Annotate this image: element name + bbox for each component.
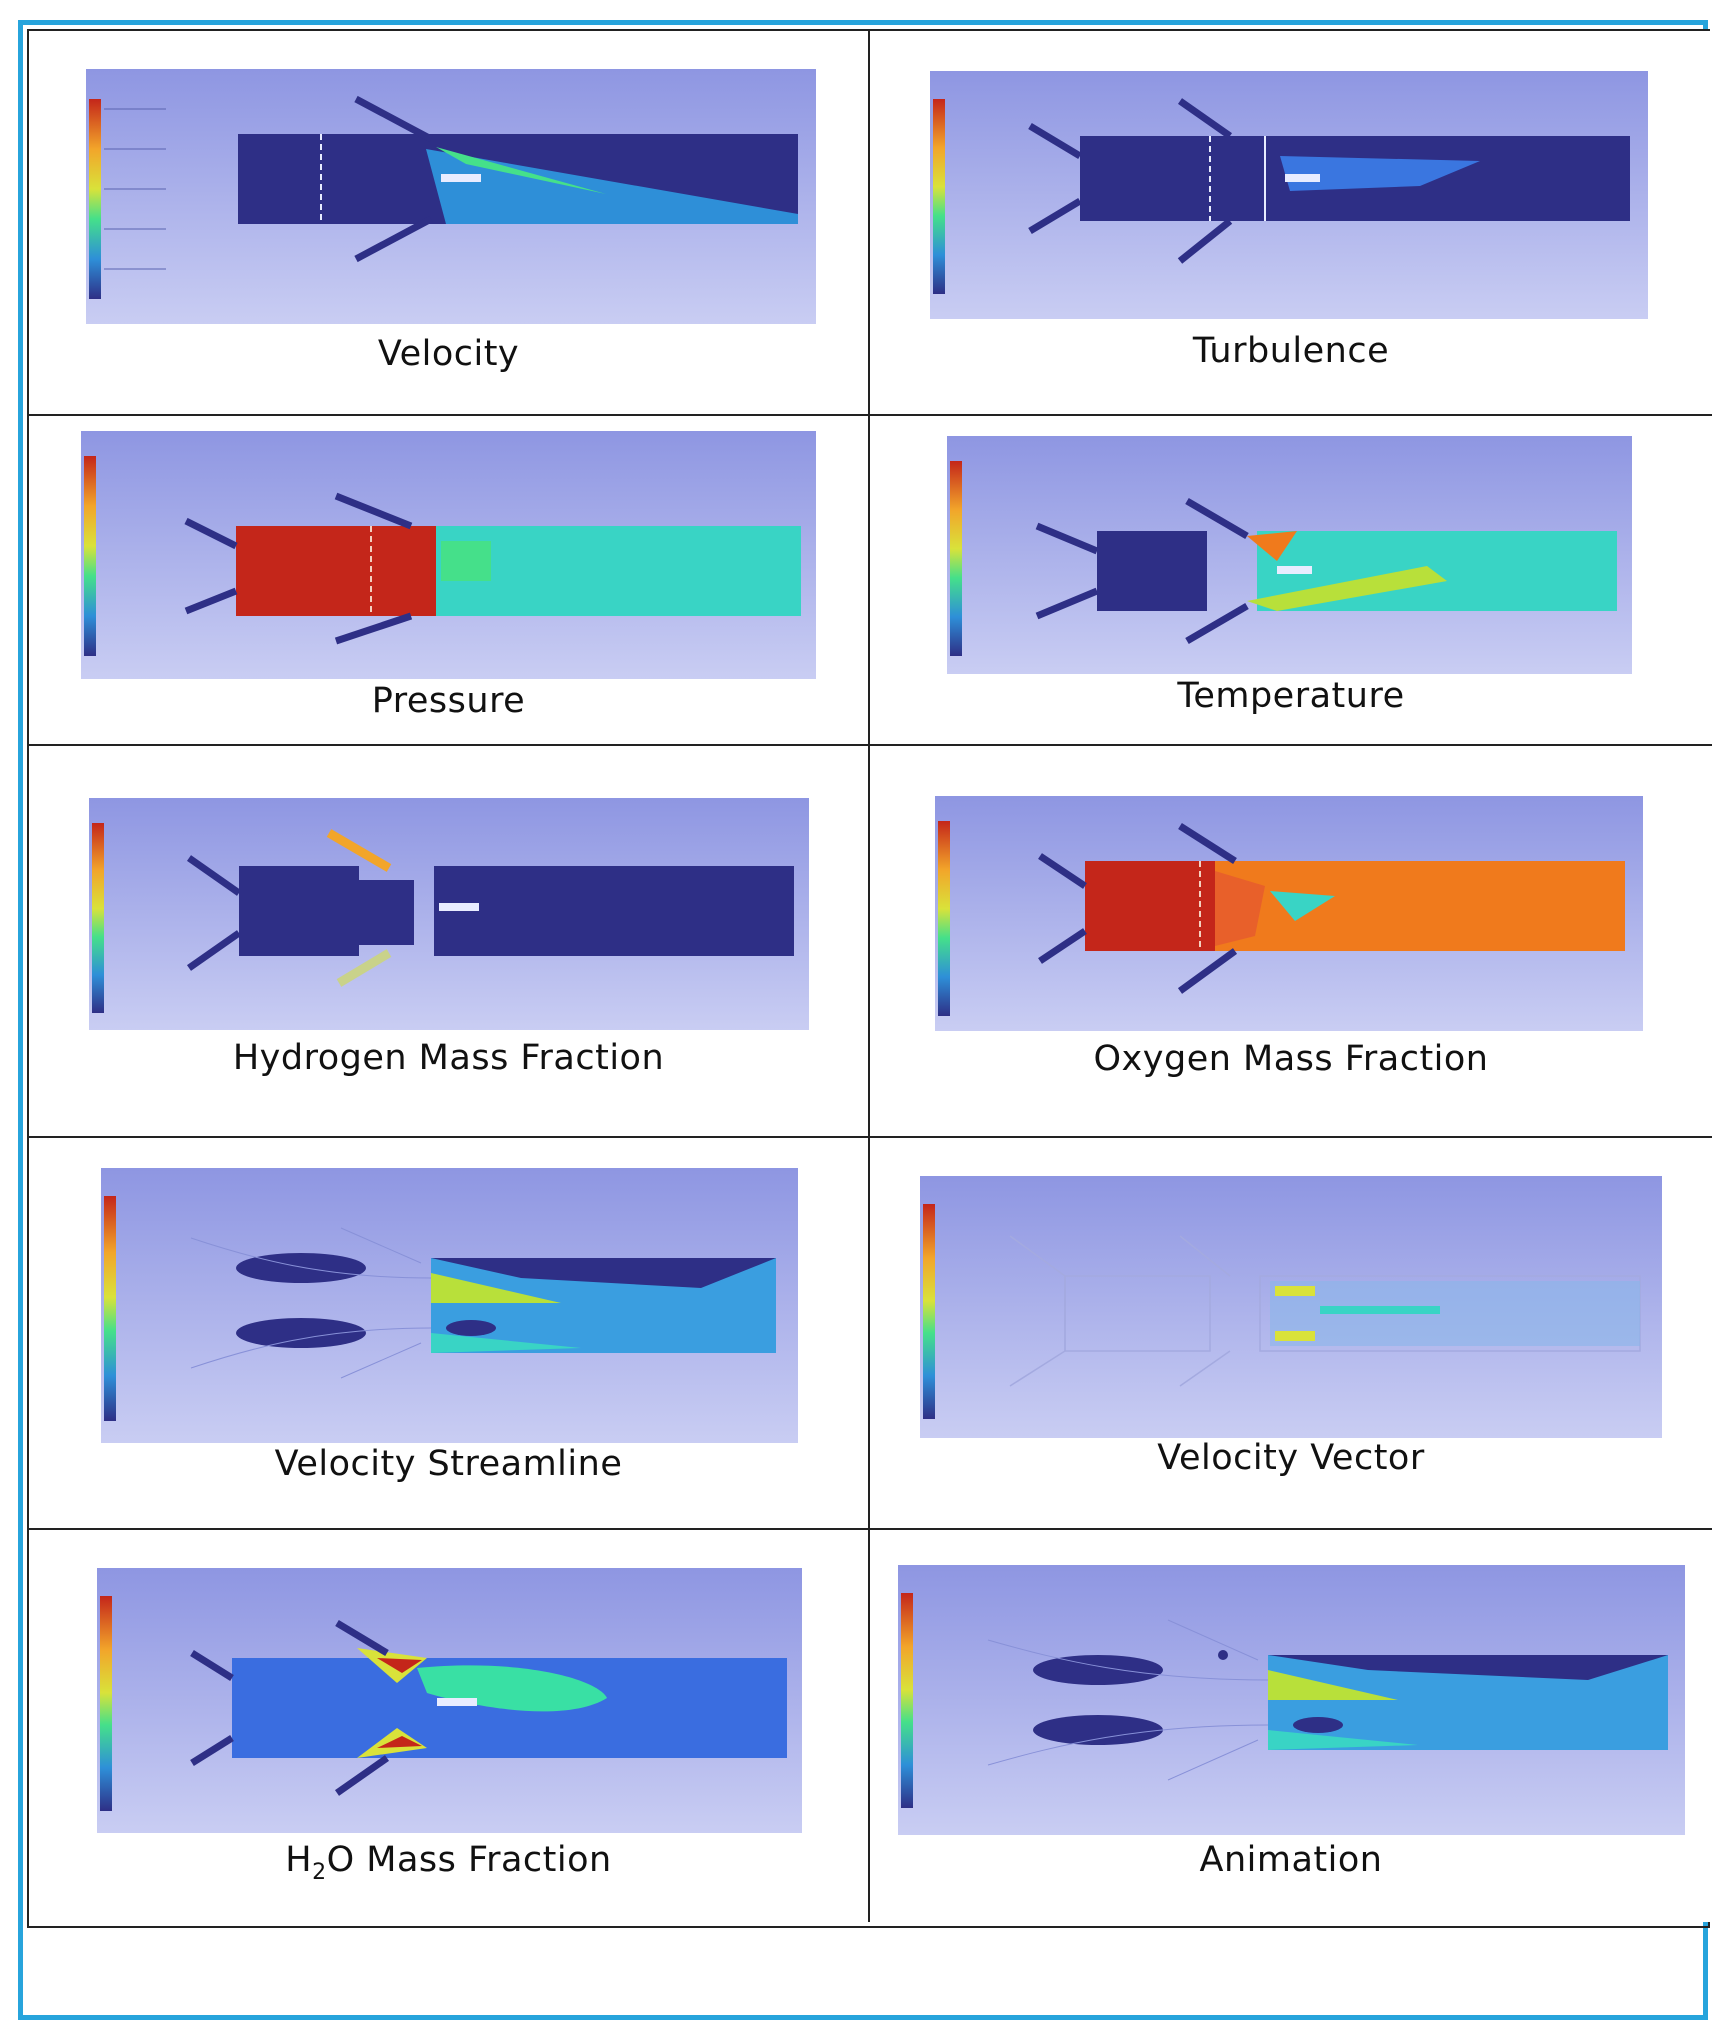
caption-subscript: 2: [312, 1860, 327, 1885]
panel-turbulence: Turbulence: [870, 31, 1712, 416]
h2o-contour-image: [97, 1568, 802, 1833]
panel-hydrogen-mass-fraction: Hydrogen Mass Fraction: [29, 746, 870, 1138]
velocity-vector-image: [920, 1176, 1662, 1438]
animation-image[interactable]: [898, 1565, 1685, 1835]
caption: Velocity Streamline: [274, 1444, 623, 1484]
panel-h2o-mass-fraction: H2O Mass Fraction: [29, 1530, 870, 1922]
panel-velocity-streamline: Velocity Streamline: [29, 1138, 870, 1530]
caption: Animation: [1199, 1840, 1383, 1880]
panel-pressure: Pressure: [29, 416, 870, 746]
caption: Temperature: [1177, 676, 1405, 716]
caption: Pressure: [371, 681, 526, 721]
temperature-contour-image: [947, 436, 1632, 674]
hydrogen-contour-image: [89, 798, 809, 1030]
panel-velocity-vector: Velocity Vector: [870, 1138, 1712, 1530]
results-table: Velocity Turbulence: [27, 29, 1712, 1928]
caption: Turbulence: [1192, 331, 1390, 371]
caption: Hydrogen Mass Fraction: [232, 1038, 665, 1078]
oxygen-contour-image: [935, 796, 1643, 1031]
velocity-contour-image: [86, 69, 816, 324]
caption: H2O Mass Fraction: [29, 1840, 868, 1885]
pressure-contour-image: [81, 431, 816, 679]
panel-temperature: Temperature: [870, 416, 1712, 746]
table-frame: Velocity Turbulence: [18, 20, 1712, 2020]
caption: Oxygen Mass Fraction: [1093, 1039, 1489, 1079]
caption: Velocity: [377, 334, 520, 374]
panel-oxygen-mass-fraction: Oxygen Mass Fraction: [870, 746, 1712, 1138]
caption-suffix: O Mass Fraction: [326, 1840, 612, 1880]
panel-animation: Animation: [870, 1530, 1712, 1922]
turbulence-contour-image: [930, 71, 1648, 319]
caption: Velocity Vector: [1157, 1438, 1425, 1478]
panel-velocity: Velocity: [29, 31, 870, 416]
caption-prefix: H: [285, 1840, 313, 1880]
velocity-streamline-image: [101, 1168, 798, 1443]
